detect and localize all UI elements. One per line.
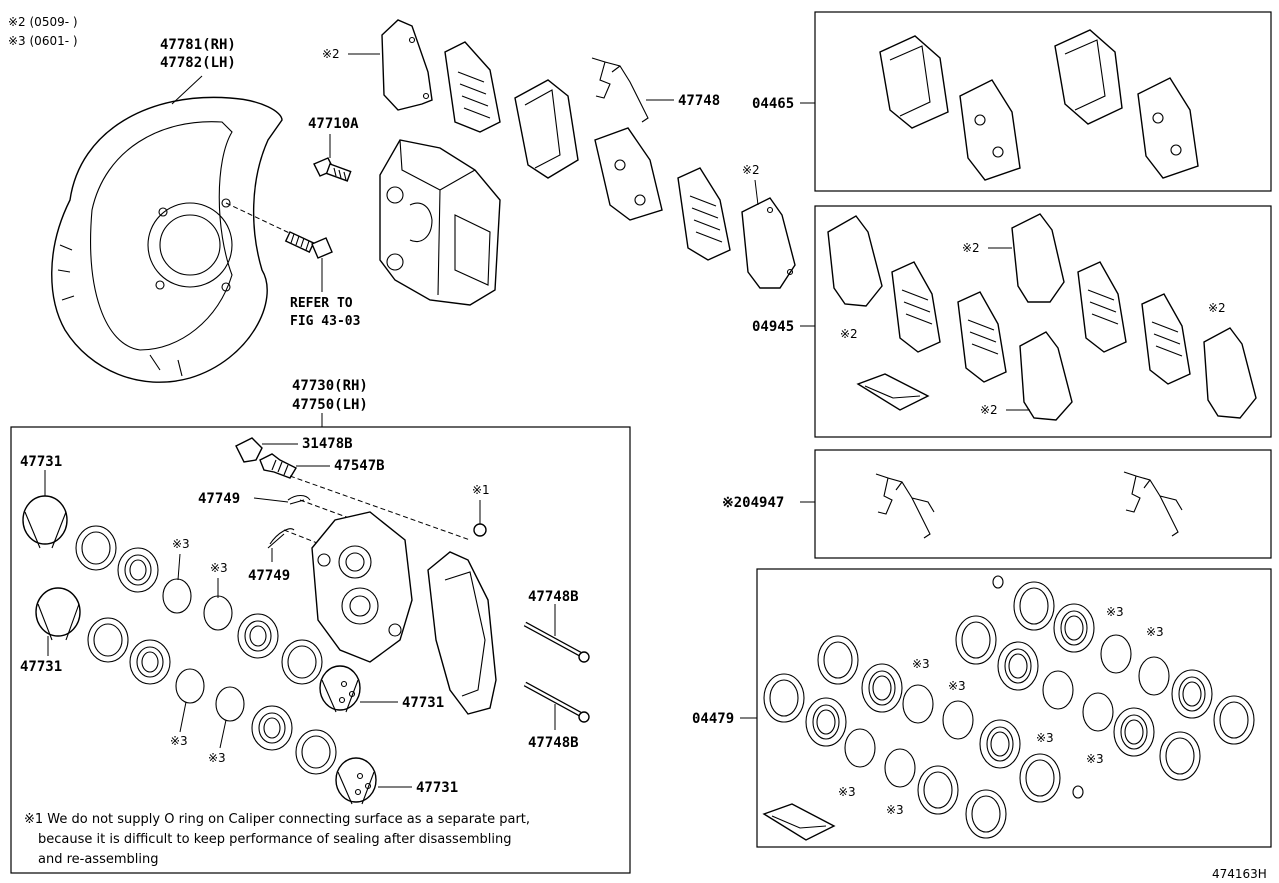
label-refer-fig: FIG 43-03 — [290, 314, 360, 329]
mark-caliper-seal-4: ※3 — [208, 751, 226, 765]
label-piston-middle-right: 47731 — [402, 695, 444, 711]
piston-lower-left[interactable] — [35, 587, 81, 641]
label-bleeder-cap: 31478B — [302, 436, 353, 452]
kit-04465-shim-2[interactable] — [1137, 77, 1199, 179]
mark-kit-04945-pad-3: ※2 — [980, 403, 998, 417]
bolt-lower[interactable] — [284, 231, 333, 259]
mark-seal-8: ※3 — [1146, 625, 1164, 639]
label-dust-cover-lh: 47782(LH) — [160, 55, 236, 71]
mark-seal-3: ※3 — [838, 785, 856, 799]
label-bleeder-plug: 47547B — [334, 458, 385, 474]
mark-kit-04945-pad-4: ※2 — [1208, 301, 1226, 315]
piston-upper-left[interactable] — [22, 495, 68, 549]
mark-seal-6: ※3 — [1086, 752, 1104, 766]
mark-seal-2: ※3 — [948, 679, 966, 693]
mark-kit-04945-pad-1: ※2 — [840, 327, 858, 341]
shim-top-3[interactable] — [677, 167, 731, 261]
pad-top-1[interactable] — [381, 19, 433, 111]
piston-middle-right[interactable] — [319, 665, 361, 713]
note-line-3: and re-assembling — [38, 852, 158, 867]
kit-04945-pad-3[interactable] — [1019, 331, 1073, 421]
piston-bottom-right[interactable] — [335, 757, 377, 805]
anti-squeal-clip-top[interactable] — [591, 57, 649, 123]
kit-box-04479 — [756, 568, 1272, 848]
pad-top-3[interactable] — [741, 197, 796, 289]
mark-caliper-seal-3: ※3 — [170, 734, 188, 748]
kit-04465-shim-1[interactable] — [959, 79, 1021, 181]
kit-04945-grease-packet[interactable] — [856, 373, 930, 411]
caliper-seals[interactable] — [75, 525, 337, 775]
caliper-assembly-top[interactable] — [379, 139, 501, 306]
mark-caliper-seal-1: ※3 — [172, 537, 190, 551]
mark-pad-top-3: ※2 — [742, 163, 760, 177]
note-line-2: because it is difficult to keep performa… — [38, 832, 511, 847]
mark-pad-top-1: ※2 — [322, 47, 340, 61]
note-line-1: ※1 We do not supply O ring on Caliper co… — [24, 812, 530, 827]
pin-lower[interactable] — [523, 681, 590, 723]
label-kit-04945: 04945 — [752, 319, 794, 335]
label-piston-upper-left: 47731 — [20, 454, 62, 470]
figure-id: 474163H — [1212, 867, 1267, 881]
kit-04945-pad-4[interactable] — [1203, 327, 1257, 419]
label-piston-lower-left: 47731 — [20, 659, 62, 675]
label-pin-lower: 47748B — [528, 735, 579, 751]
kit-box-04947 — [814, 449, 1272, 559]
kit-04947-spring-1[interactable] — [875, 473, 935, 539]
kit-04465-pad-2[interactable] — [1054, 29, 1123, 125]
label-bolt-upper: 47710A — [308, 116, 359, 132]
plug-lower[interactable] — [267, 528, 295, 549]
mark-seal-4: ※3 — [886, 803, 904, 817]
mark-kit-04945-pad-2: ※2 — [962, 241, 980, 255]
shim-top-2[interactable] — [594, 127, 663, 221]
kit-04479-grease-packet[interactable] — [762, 803, 836, 841]
legend-line-2: ※3 (0601- ) — [8, 34, 78, 48]
label-dust-cover-rh: 47781(RH) — [160, 37, 236, 53]
legend-line-1: ※2 (0509- ) — [8, 15, 78, 29]
kit-04465-pad-1[interactable] — [879, 35, 949, 129]
kit-04947-spring-2[interactable] — [1123, 471, 1183, 537]
label-plug-lower: 47749 — [248, 568, 290, 584]
bleeder-cap[interactable] — [235, 437, 263, 463]
shim-top-1[interactable] — [444, 41, 501, 133]
label-clip-top: 47748 — [678, 93, 720, 109]
label-pin-upper: 47748B — [528, 589, 579, 605]
kit-04479-seals[interactable] — [763, 575, 1255, 839]
label-plug-upper: 47749 — [198, 491, 240, 507]
label-piston-bottom-right: 47731 — [416, 780, 458, 796]
kit-04945-shim-3[interactable] — [1077, 261, 1127, 353]
kit-04945-shim-1[interactable] — [891, 261, 941, 353]
kit-04945-shim-2[interactable] — [957, 291, 1007, 383]
label-caliper-lh: 47750(LH) — [292, 397, 368, 413]
mark-caliper-seal-2: ※3 — [210, 561, 228, 575]
kit-box-04945 — [814, 205, 1272, 438]
mark-seal-5: ※3 — [1036, 731, 1054, 745]
bleeder-plug[interactable] — [259, 453, 297, 479]
label-kit-04465: 04465 — [752, 96, 794, 112]
label-kit-04479: 04479 — [692, 711, 734, 727]
kit-box-04465 — [814, 11, 1272, 192]
kit-04945-shim-4[interactable] — [1141, 293, 1191, 385]
pad-top-2[interactable] — [514, 79, 579, 179]
bolt-upper[interactable] — [313, 157, 352, 182]
mark-seal-7: ※3 — [1106, 605, 1124, 619]
kit-04945-pad-1[interactable] — [827, 215, 883, 307]
mark-o-ring: ※1 — [472, 483, 490, 497]
label-refer-to: REFER TO — [290, 296, 353, 311]
kit-04945-pad-2[interactable] — [1011, 213, 1065, 303]
plug-upper[interactable] — [287, 494, 311, 505]
o-ring[interactable] — [473, 523, 487, 537]
label-caliper-rh: 47730(RH) — [292, 378, 368, 394]
mark-seal-1: ※3 — [912, 657, 930, 671]
label-kit-04947: ※204947 — [722, 495, 784, 511]
caliper-body-half-a[interactable] — [311, 511, 413, 663]
dust-cover-part[interactable] — [51, 96, 283, 383]
caliper-body-half-b[interactable] — [427, 551, 497, 715]
caliper-exploded-box — [10, 426, 631, 874]
pin-upper[interactable] — [523, 621, 590, 663]
